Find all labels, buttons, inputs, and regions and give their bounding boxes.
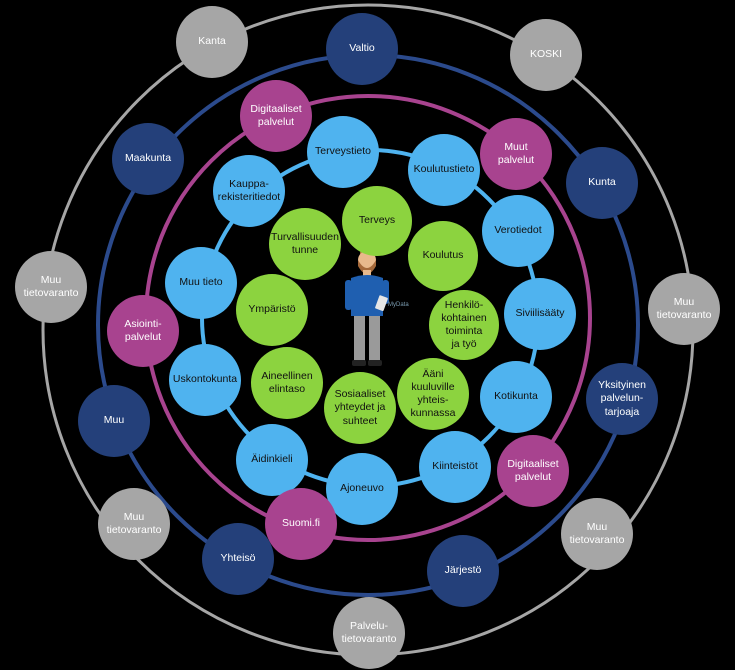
node-aidinkieli[interactable]: Äidinkieli xyxy=(236,424,308,496)
watermark-label: MyData xyxy=(388,302,409,308)
node-suomifi[interactable]: Suomi.fi xyxy=(265,488,337,560)
node-kiinteistot[interactable]: Kiinteistöt xyxy=(419,431,491,503)
node-muu-tietovaranto-left[interactable]: Muu tietovaranto xyxy=(15,251,87,323)
node-maakunta[interactable]: Maakunta xyxy=(112,123,184,195)
node-terveys[interactable]: Terveys xyxy=(342,186,412,256)
node-muu-tietovaranto-right[interactable]: Muu tietovaranto xyxy=(648,273,720,345)
node-valtio[interactable]: Valtio xyxy=(326,13,398,85)
node-sosiaaliset[interactable]: Sosiaaliset yhteydet ja suhteet xyxy=(324,372,396,444)
node-muu-tieto[interactable]: Muu tieto xyxy=(165,247,237,319)
node-digitaaliset-palvelut-bottom[interactable]: Digitaaliset palvelut xyxy=(497,435,569,507)
node-koulutustieto[interactable]: Koulutustieto xyxy=(408,134,480,206)
node-yksityinen-palveluntarjoaja[interactable]: Yksityinen palvelun- tarjoaja xyxy=(586,363,658,435)
node-muu[interactable]: Muu xyxy=(78,385,150,457)
node-siviilisaaty[interactable]: Siviilisääty xyxy=(504,278,576,350)
node-asiointipalvelut[interactable]: Asiointi- palvelut xyxy=(107,295,179,367)
node-kotikunta[interactable]: Kotikunta xyxy=(480,361,552,433)
node-palvelutietovaranto[interactable]: Palvelu- tietovaranto xyxy=(333,597,405,669)
node-yhteiso[interactable]: Yhteisö xyxy=(202,523,274,595)
node-uskontokunta[interactable]: Uskontokunta xyxy=(169,344,241,416)
node-kanta[interactable]: Kanta xyxy=(176,6,248,78)
node-aani-kuuluville[interactable]: Ääni kuuluville yhteis- kunnassa xyxy=(397,358,469,430)
node-muu-tietovaranto-bottom-left[interactable]: Muu tietovaranto xyxy=(98,488,170,560)
node-kaupparekisteri[interactable]: Kauppa- rekisteritiedot xyxy=(213,155,285,227)
node-muu-tietovaranto-bottom-right[interactable]: Muu tietovaranto xyxy=(561,498,633,570)
node-kunta[interactable]: Kunta xyxy=(566,147,638,219)
node-jarjesto[interactable]: Järjestö xyxy=(427,535,499,607)
node-digitaaliset-palvelut-top[interactable]: Digitaaliset palvelut xyxy=(240,80,312,152)
node-aineellinen[interactable]: Aineellinen elintaso xyxy=(251,347,323,419)
person-illustration xyxy=(345,250,389,366)
node-koulutus[interactable]: Koulutus xyxy=(408,221,478,291)
node-turvallisuus[interactable]: Turvallisuuden tunne xyxy=(269,208,341,280)
node-verotiedot[interactable]: Verotiedot xyxy=(482,195,554,267)
node-ymparisto[interactable]: Ympäristö xyxy=(236,274,308,346)
node-henkilokohtainen[interactable]: Henkilö- kohtainen toiminta ja työ xyxy=(429,290,499,360)
node-muut-palvelut[interactable]: Muut palvelut xyxy=(480,118,552,190)
node-terveystieto[interactable]: Terveystieto xyxy=(307,116,379,188)
node-koski[interactable]: KOSKI xyxy=(510,19,582,91)
node-ajoneuvo[interactable]: Ajoneuvo xyxy=(326,453,398,525)
